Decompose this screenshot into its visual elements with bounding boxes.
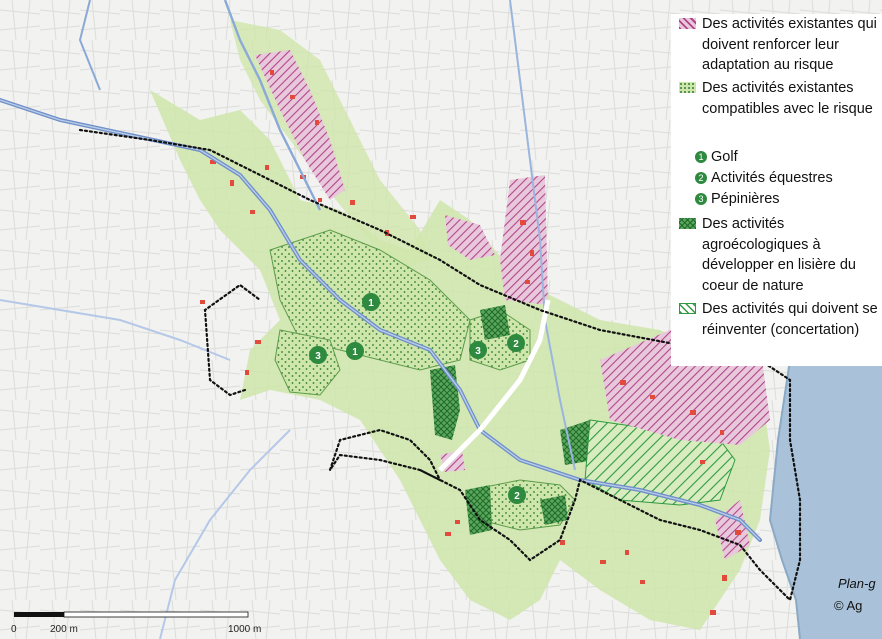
- green-cross-swatch: [679, 218, 696, 229]
- number-badge-icon: 3: [695, 193, 707, 205]
- map-marker-golf-2: 1: [346, 342, 364, 360]
- map-marker-nursery-2: 3: [469, 341, 487, 359]
- zone-agro-5: [480, 305, 510, 340]
- river-highlight: [0, 99, 761, 541]
- legend-item-agroecology: Des activités agroécologiques à développ…: [679, 214, 882, 296]
- buildings: [200, 70, 741, 615]
- tributary-west: [78, 0, 101, 91]
- svg-text:2: 2: [514, 491, 520, 502]
- svg-text:3: 3: [315, 351, 321, 362]
- scale-label-1000: 1000 m: [228, 624, 262, 635]
- legend-subitem-nursery: 3 Pépinières: [695, 189, 780, 209]
- legend-subitem-golf: 1 Golf: [695, 147, 738, 167]
- legend-label-agroecology: Des activités agroécologiques à développ…: [702, 216, 856, 294]
- legend-item-compatible: Des activités existantes compatibles ave…: [679, 78, 882, 119]
- legend-sublabel-nursery: Pépinières: [711, 191, 780, 207]
- zone-dots-west: [274, 329, 341, 396]
- legend-subitem-equestrian: 2 Activités équestres: [695, 168, 833, 188]
- svg-text:2: 2: [513, 339, 519, 350]
- perimeter: [78, 128, 802, 603]
- coastline: [768, 359, 801, 639]
- svg-text:1: 1: [352, 347, 358, 358]
- legend-item-reinvent: Des activités qui doivent se réinventer …: [679, 299, 882, 340]
- legend-label-adapt: Des activités existantes qui doivent ren…: [702, 16, 877, 73]
- legend-label-reinvent: Des activités qui doivent se réinventer …: [702, 301, 878, 338]
- tributary-east: [509, 0, 576, 471]
- scale-label-0: 0: [11, 624, 17, 635]
- legend: Des activités existantes qui doivent ren…: [671, 14, 882, 366]
- motorway: [438, 299, 551, 472]
- zone-adapt-north: [255, 50, 345, 200]
- green-dots-swatch: [679, 82, 696, 93]
- tributary-north: [223, 0, 322, 211]
- zone-agro-1: [430, 365, 460, 440]
- number-badge-icon: 1: [695, 151, 707, 163]
- caption-line-2: © Ag: [834, 598, 863, 613]
- zone-agro-2: [465, 485, 492, 535]
- map-marker-equestrian-2: 2: [508, 486, 526, 504]
- green-hatch-swatch: [679, 303, 696, 314]
- zone-adapt-mid: [445, 215, 495, 260]
- caption-line-1: Plan-g: [838, 576, 876, 591]
- legend-label-compatible: Des activités existantes compatibles ave…: [702, 80, 873, 117]
- scale-bar: [14, 611, 249, 618]
- scale-label-200: 200 m: [50, 624, 78, 635]
- number-badge-icon: 2: [695, 172, 707, 184]
- svg-text:3: 3: [475, 346, 481, 357]
- legend-sublabel-golf: Golf: [711, 149, 738, 165]
- tributary-southwest: [159, 429, 291, 639]
- map-marker-nursery-1: 3: [309, 346, 327, 364]
- legend-sublabel-equestrian: Activités équestres: [711, 170, 833, 186]
- zone-agro-3: [540, 495, 568, 525]
- svg-text:1: 1: [368, 298, 374, 309]
- legend-item-adapt: Des activités existantes qui doivent ren…: [679, 14, 882, 76]
- pink-hatch-swatch: [679, 18, 696, 29]
- tributary-far-west: [0, 299, 231, 361]
- map-marker-golf-1: 1: [362, 293, 380, 311]
- map-marker-equestrian-1: 2: [507, 334, 525, 352]
- zone-agro-4: [560, 420, 595, 465]
